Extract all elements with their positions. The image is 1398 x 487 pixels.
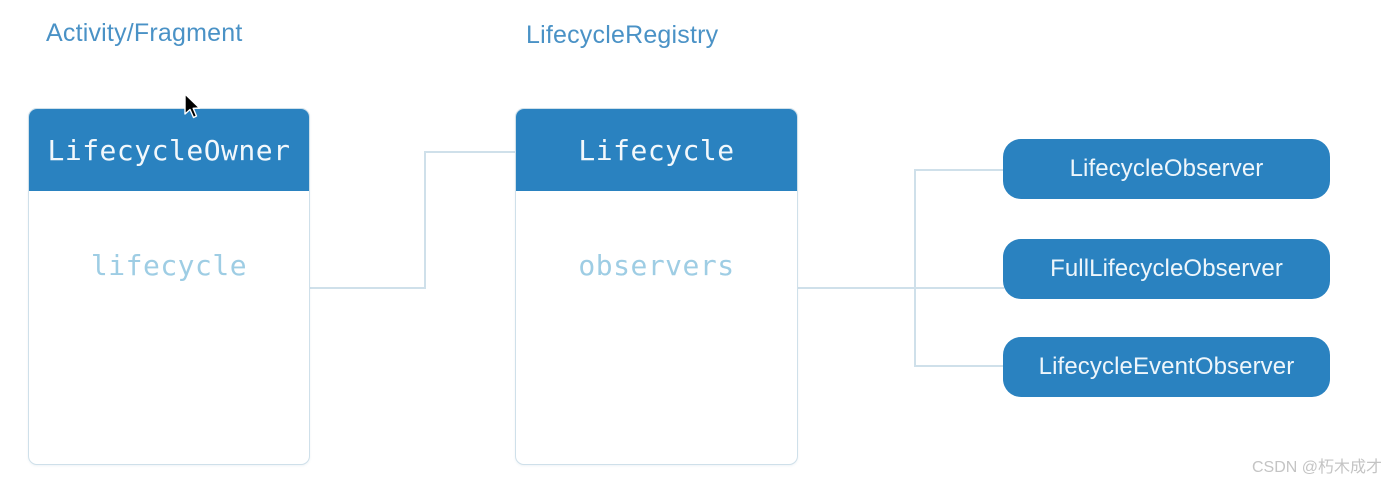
- watermark-text: CSDN @朽木成才: [1251, 459, 1382, 476]
- class-box-header: Lifecycle: [516, 109, 797, 191]
- class-box-header-label: LifecycleOwner: [47, 133, 291, 167]
- pill-label: LifecycleObserver: [1069, 155, 1264, 182]
- pill-full-lifecycle-observer[interactable]: FullLifecycleObserver: [1003, 239, 1330, 299]
- pill-label: FullLifecycleObserver: [1050, 255, 1283, 282]
- class-box-lifecycle[interactable]: Lifecycle observers: [515, 108, 798, 465]
- class-box-header-label: Lifecycle: [578, 133, 735, 167]
- class-box-field-row: lifecycle: [29, 249, 309, 282]
- pill-lifecycle-event-observer[interactable]: LifecycleEventObserver: [1003, 337, 1330, 397]
- caption-lifecycle-registry: LifecycleRegistry: [526, 21, 719, 49]
- caption-activity-fragment: Activity/Fragment: [46, 19, 243, 47]
- class-box-field-label: observers: [578, 249, 735, 282]
- class-box-header: LifecycleOwner: [29, 109, 309, 191]
- class-box-field-row: observers: [516, 249, 797, 282]
- class-box-lifecycle-owner[interactable]: LifecycleOwner lifecycle: [28, 108, 310, 465]
- mouse-cursor-icon: [184, 93, 201, 119]
- pill-lifecycle-observer[interactable]: LifecycleObserver: [1003, 139, 1330, 199]
- pill-label: LifecycleEventObserver: [1038, 353, 1295, 380]
- class-box-field-label: lifecycle: [90, 249, 248, 282]
